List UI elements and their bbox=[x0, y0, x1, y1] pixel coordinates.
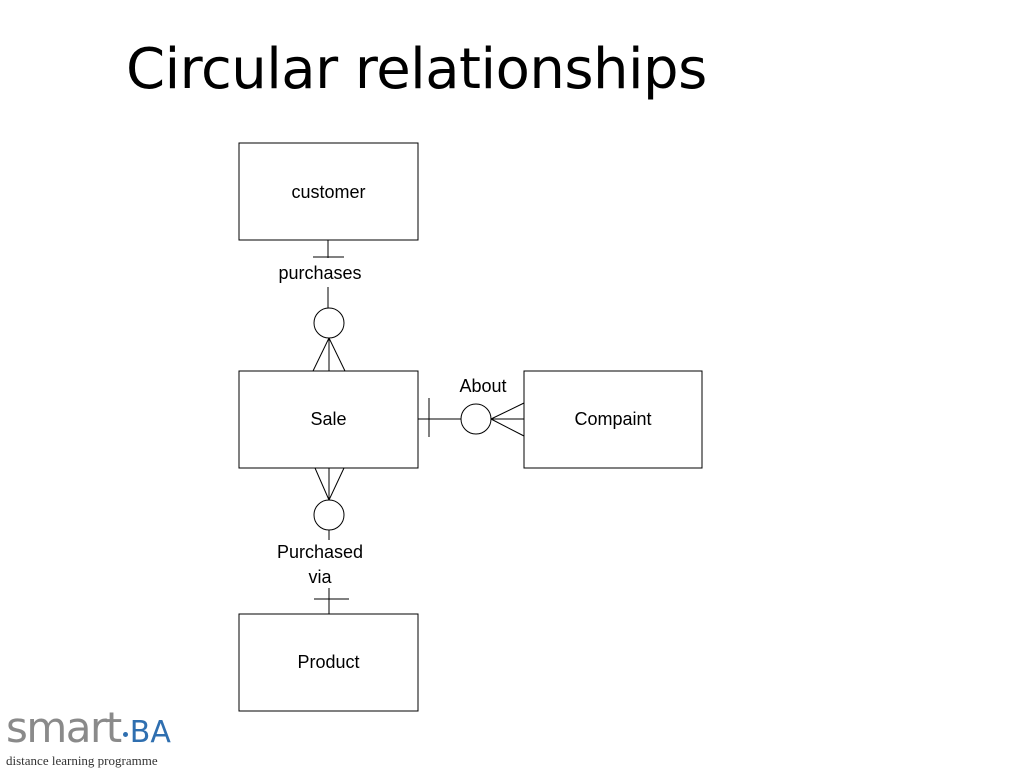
entity-complaint-box bbox=[523, 370, 703, 469]
relationship-purchases-label: purchases bbox=[278, 263, 361, 283]
relationship-purchased-via-label-line1: Purchased bbox=[277, 542, 363, 562]
optional-circle bbox=[313, 307, 345, 339]
relationship-purchases bbox=[312, 240, 346, 372]
entity-complaint[interactable]: Compaint bbox=[523, 370, 703, 469]
entity-customer-box bbox=[238, 142, 419, 241]
entity-customer[interactable]: customer bbox=[238, 142, 419, 241]
relationship-about bbox=[418, 398, 525, 437]
crow-foot-right bbox=[328, 467, 345, 501]
entity-customer-label: customer bbox=[291, 182, 365, 202]
entity-product[interactable]: Product bbox=[238, 613, 419, 712]
entity-product-box bbox=[238, 613, 419, 712]
logo-ba-text: BA bbox=[129, 715, 171, 750]
logo-dot-icon bbox=[122, 731, 128, 737]
crow-foot-left bbox=[312, 337, 330, 372]
crow-foot-bottom bbox=[490, 418, 525, 437]
logo-smart-text: smart bbox=[6, 703, 122, 752]
crow-foot-left bbox=[314, 467, 330, 501]
relationship-purchased-via bbox=[313, 467, 349, 614]
entity-sale[interactable]: Sale bbox=[238, 370, 419, 469]
relationship-about-label: About bbox=[459, 376, 506, 396]
crow-foot-top bbox=[490, 402, 525, 420]
optional-circle bbox=[460, 403, 492, 435]
entity-complaint-label: Compaint bbox=[574, 409, 651, 429]
optional-circle bbox=[313, 499, 345, 531]
logo-tagline: distance learning programme bbox=[6, 753, 158, 768]
entity-product-label: Product bbox=[297, 652, 359, 672]
slide-title: Circular relationships bbox=[126, 37, 707, 102]
entity-sale-label: Sale bbox=[310, 409, 346, 429]
crow-foot-right bbox=[328, 337, 346, 372]
relationship-purchased-via-label-line2: via bbox=[308, 567, 332, 587]
